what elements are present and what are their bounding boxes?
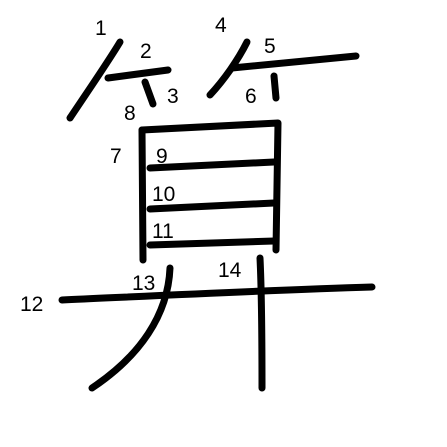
stroke-10 [146,199,278,213]
stroke-12 [58,283,376,304]
stroke-7 [138,126,147,264]
stroke-number-12: 12 [20,293,43,316]
stroke-number-8: 8 [124,102,136,125]
stroke-1 [66,38,124,122]
stroke-number-11: 11 [152,220,174,243]
stroke-number-13: 13 [132,272,155,295]
stroke-number-14: 14 [218,259,242,282]
stroke-number-7: 7 [110,145,122,168]
stroke-number-1: 1 [95,17,107,40]
stroke-13 [88,264,174,392]
stroke-5 [228,52,360,72]
stroke-number-4: 4 [215,14,227,37]
stroke-14 [256,254,266,392]
stroke-9 [146,158,278,172]
stroke-number-5: 5 [264,35,276,58]
stroke-number-9: 9 [156,145,168,168]
stroke-number-6: 6 [245,85,257,108]
stroke-3 [141,78,157,108]
stroke-number-3: 3 [167,85,179,108]
stroke-number-10: 10 [152,183,175,206]
stroke-6 [270,72,280,102]
stroke-number-2: 2 [140,40,152,63]
stroke-11 [146,237,278,249]
stroke-2 [104,66,172,82]
stroke-8 [138,119,282,254]
